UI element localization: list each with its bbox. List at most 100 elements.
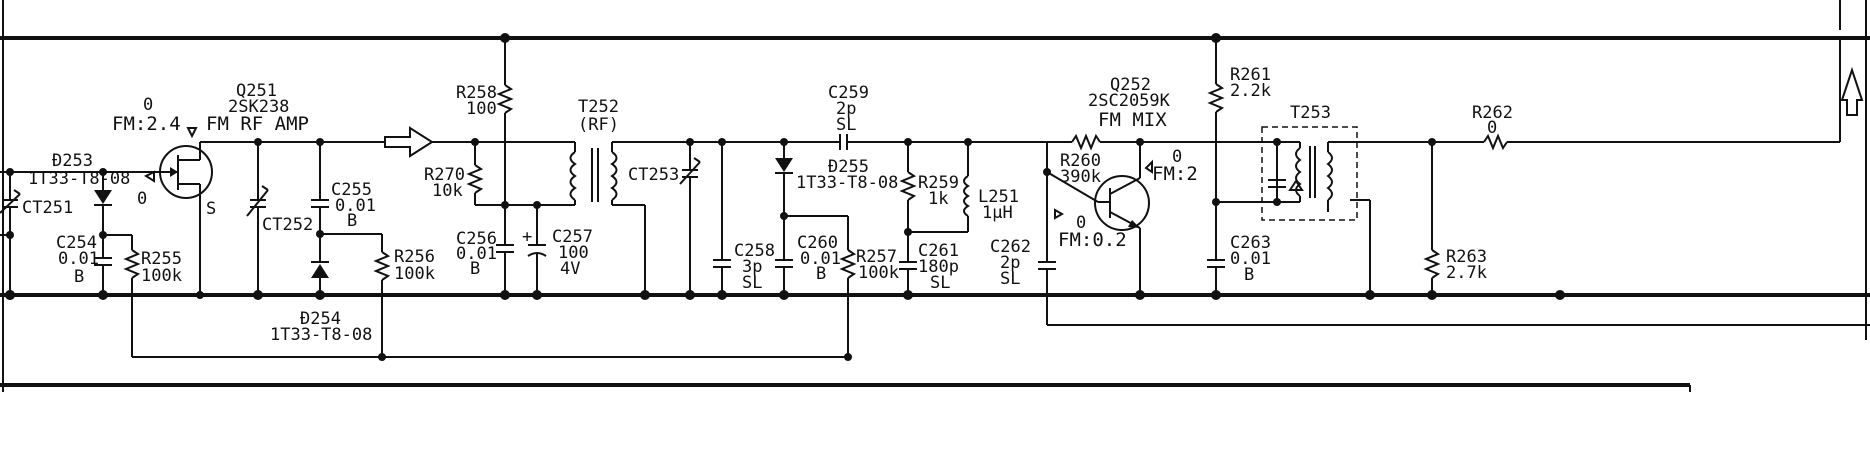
- c259-ref: C259: [828, 83, 869, 103]
- r259-val: 1k: [928, 189, 948, 209]
- t252-sub: (RF): [578, 115, 619, 135]
- ct252-label: CT252: [262, 215, 313, 235]
- ct252-trimmer: CT252: [246, 138, 313, 300]
- c263-val: 0.01: [1230, 249, 1271, 269]
- r255-ref: R255: [141, 249, 182, 269]
- d255-diode: Đ255 1T33-T8-08: [775, 138, 898, 220]
- r258-val: 100: [466, 99, 497, 119]
- r263-ref: R263: [1446, 247, 1487, 267]
- c262-ref: C262: [990, 237, 1031, 257]
- t252-ref: T252: [578, 97, 619, 117]
- d255-part: 1T33-T8-08: [796, 173, 898, 193]
- q252-transistor: Q252 2SC2059K FM MIX 0 FM:2 0 FM:0.2: [1058, 75, 1198, 300]
- c259-tol: SL: [836, 115, 856, 135]
- r262-val: 0: [1487, 118, 1497, 138]
- r270-val: 10k: [432, 181, 463, 201]
- ct253-trimmer: CT253: [628, 138, 701, 300]
- c262-capacitor: C262 2p SL: [990, 172, 1870, 326]
- r263-val: 2.7k: [1446, 263, 1487, 283]
- r262-resistor: R262 0: [1428, 38, 1841, 151]
- d253-diode: Đ253 1T33-T8-08: [28, 151, 130, 239]
- r260-resistor: R260 390k: [1046, 133, 1140, 187]
- r261-val: 2.2k: [1230, 81, 1271, 101]
- c255-tol: B: [347, 211, 357, 231]
- c262-val: 2p: [1000, 253, 1020, 273]
- r260-ref: R260: [1060, 151, 1101, 171]
- q251-ref: Q251: [236, 81, 277, 101]
- l251-ref: L251: [978, 187, 1019, 207]
- c257-val: 100: [558, 243, 589, 263]
- r259-ref: R259: [918, 173, 959, 193]
- r261-ref: R261: [1230, 65, 1271, 85]
- t252-transformer: T252 (RF): [569, 97, 690, 300]
- t253-ref: T253: [1290, 103, 1331, 123]
- ct251-label: CT251: [22, 198, 73, 218]
- r256-ref: R256: [394, 247, 435, 267]
- q251-v-fm: FM:2.4: [112, 113, 181, 135]
- r258-resistor: R258 100: [456, 33, 514, 205]
- signal-arrow: [384, 126, 434, 158]
- ct253-label: CT253: [628, 165, 679, 185]
- q252-v-base: 0: [1076, 213, 1086, 233]
- c263-tol: B: [1244, 265, 1254, 285]
- c258-ref: C258: [734, 241, 775, 261]
- q252-func: FM MIX: [1098, 109, 1167, 131]
- q252-part: 2SC2059K: [1088, 91, 1171, 111]
- c262-tol: SL: [1000, 269, 1020, 289]
- c261-capacitor: C261 180p SL: [899, 232, 959, 300]
- l251-val: 1μH: [982, 203, 1013, 223]
- q251-v-gate: 0: [137, 189, 147, 209]
- q251-source-label: S: [206, 199, 216, 219]
- c261-tol: SL: [930, 273, 950, 293]
- c260-val: 0.01: [800, 249, 841, 269]
- c255-val: 0.01: [335, 196, 376, 216]
- c258-capacitor: C258 3p SL: [713, 138, 775, 300]
- c255-ref: C255: [331, 180, 372, 200]
- c260-capacitor: C260 0.01 B: [775, 216, 841, 300]
- r258-ref: R258: [456, 83, 497, 103]
- q251-fet: Q251 2SK238 FM RF AMP 0 FM:2.4 0 S: [112, 81, 309, 299]
- r270-resistor: R270 10k: [424, 138, 484, 205]
- c263-ref: C263: [1230, 233, 1271, 253]
- c261-ref: C261: [918, 241, 959, 261]
- d254-diode: Đ254 1T33-T8-08: [270, 234, 372, 345]
- c256-capacitor: C256 0.01 B: [456, 205, 514, 300]
- c256-ref: C256: [456, 229, 497, 249]
- q251-part: 2SK238: [228, 97, 289, 117]
- c260-tol: B: [816, 264, 826, 284]
- c254-tol: B: [74, 267, 84, 287]
- c254-val: 0.01: [58, 249, 99, 269]
- q251-func: FM RF AMP: [206, 113, 309, 135]
- c254-ref: C254: [56, 233, 97, 253]
- c255-capacitor: C255 0.01 B: [311, 138, 376, 238]
- r261-resistor: R261 2.2k: [1207, 33, 1271, 206]
- d254-part: 1T33-T8-08: [270, 325, 372, 345]
- c256-tol: B: [470, 259, 480, 279]
- r257-ref: R257: [856, 247, 897, 267]
- c261-val: 180p: [918, 257, 959, 277]
- c256-val: 0.01: [456, 244, 497, 264]
- l251-inductor: L251 1μH: [908, 138, 1019, 233]
- c260-ref: C260: [797, 233, 838, 253]
- c257-volt: 4V: [560, 259, 580, 279]
- c257-capacitor: + C257 100 4V: [522, 205, 593, 300]
- r257-val: 100k: [858, 263, 899, 283]
- r260-val: 390k: [1060, 167, 1101, 187]
- r255-resistor: R255 100k: [123, 235, 182, 357]
- r256-resistor: R256 100k: [373, 234, 435, 361]
- t253-transformer: T253: [1261, 103, 1432, 300]
- r262-ref: R262: [1472, 103, 1513, 123]
- r256-val: 100k: [394, 264, 435, 284]
- c258-tol: SL: [742, 273, 762, 293]
- c254-capacitor: C254 0.01 B: [56, 233, 112, 300]
- q252-v-fm: FM:2: [1152, 163, 1198, 185]
- d253-ref: Đ253: [52, 151, 93, 171]
- c259-val: 2p: [836, 99, 856, 119]
- c263-capacitor: C263 0.01 B: [1207, 202, 1271, 300]
- d254-ref: Đ254: [300, 309, 341, 329]
- q251-v-top: 0: [143, 95, 153, 115]
- c259-capacitor: C259 2p SL: [828, 83, 869, 150]
- q252-v-top: 0: [1172, 147, 1182, 167]
- r255-val: 100k: [141, 266, 182, 286]
